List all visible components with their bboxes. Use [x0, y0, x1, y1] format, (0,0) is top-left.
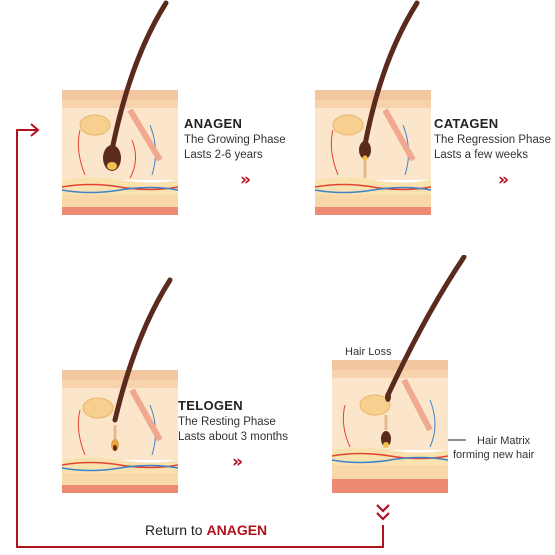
telogen-text-block: TELOGEN The Resting Phase Lasts about 3 …	[178, 398, 288, 445]
hair-matrix-label: Hair Matrix forming new hair	[453, 434, 534, 462]
catagen-skin-illustration	[314, 0, 432, 215]
phase-duration: Lasts a few weeks	[434, 149, 528, 161]
return-target: ANAGEN	[206, 522, 268, 538]
phase-title: TELOGEN	[178, 398, 243, 413]
hair-matrix-line2: forming new hair	[453, 449, 535, 461]
hair-loss-skin-illustration	[331, 255, 467, 493]
anagen-text-block: ANAGEN The Growing Phase Lasts 2-6 years	[184, 116, 286, 163]
next-arrow-icon: ››	[232, 452, 243, 472]
hair-loss-label: Hair Loss	[345, 346, 392, 358]
phase-title: ANAGEN	[184, 116, 243, 131]
return-to-anagen-label: Return to ANAGEN	[145, 522, 267, 538]
return-prefix: Return to	[145, 522, 203, 538]
telogen-skin-illustration	[61, 277, 179, 493]
anagen-skin-illustration	[61, 0, 179, 215]
hair-matrix-line1: Hair Matrix	[477, 435, 531, 447]
phase-duration: Lasts 2-6 years	[184, 149, 263, 161]
phase-description: The Growing Phase	[184, 134, 286, 146]
phase-description: The Regression Phase	[434, 134, 551, 146]
down-chevron-icon	[376, 504, 390, 513]
phase-duration: Lasts about 3 months	[178, 431, 288, 443]
phase-title: CATAGEN	[434, 116, 499, 131]
next-arrow-icon: ››	[240, 170, 251, 190]
next-arrow-icon: ››	[498, 170, 509, 190]
phase-description: The Resting Phase	[178, 416, 276, 428]
catagen-text-block: CATAGEN The Regression Phase Lasts a few…	[434, 116, 551, 163]
